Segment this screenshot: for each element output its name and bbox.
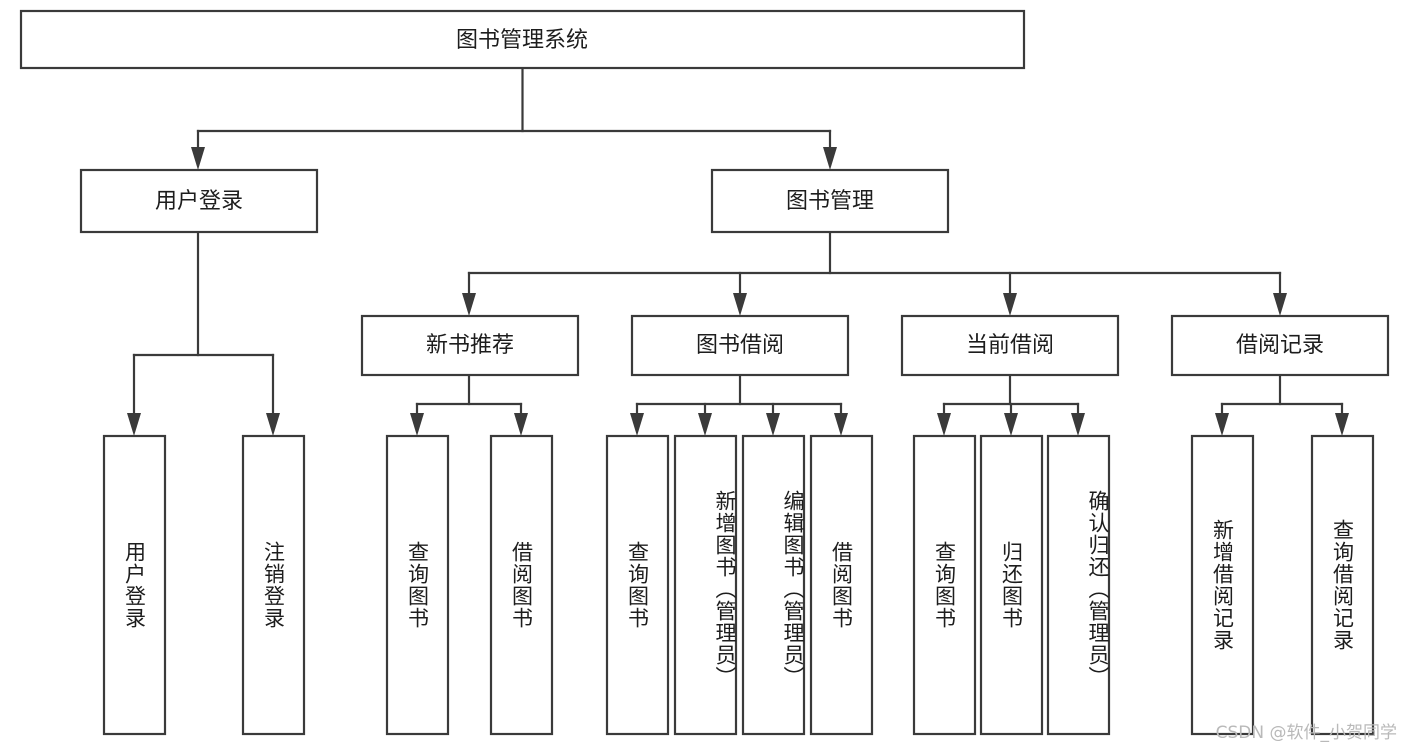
node-root-box[interactable] [19,9,1026,70]
leaf-box-borrow-record-1[interactable] [1190,434,1255,736]
leaf-box-book-borrow-2[interactable] [673,434,738,736]
node-book-management-box[interactable] [710,168,950,234]
leaf-box-current-borrow-3[interactable] [1046,434,1111,736]
arrow-head-icon [766,413,780,436]
leaf-box-borrow-record-2[interactable] [1310,434,1375,736]
connector-borrowrecord-to-leaves [1215,373,1349,436]
node-current-borrow-label: 当前借阅 [966,333,1054,358]
node-book-borrow-box[interactable] [630,314,850,377]
arrow-head-icon [1003,293,1017,316]
leaf-box-book-borrow-4[interactable] [809,434,874,736]
node-user-login-label: 用户登录 [155,189,243,214]
node-book-management[interactable]: 图书管理 [710,168,950,234]
node-book-borrow[interactable]: 图书借阅 [630,314,850,377]
node-book-borrow-label: 图书借阅 [696,333,784,358]
arrow-head-icon [462,293,476,316]
node-root-label: 图书管理系统 [456,28,588,53]
arrow-head-icon [266,413,280,436]
leaf-box-current-borrow-1[interactable] [912,434,977,736]
arrow-head-icon [630,413,644,436]
node-user-login[interactable]: 用户登录 [79,168,319,234]
arrow-head-icon [698,413,712,436]
node-current-borrow[interactable]: 当前借阅 [900,314,1120,377]
arrow-head-icon [1215,413,1229,436]
node-borrow-record[interactable]: 借阅记录 [1170,314,1390,377]
leaf-box-book-borrow-1[interactable] [605,434,670,736]
arrow-head-icon [1071,413,1085,436]
node-new-book-recommend[interactable]: 新书推荐 [360,314,580,377]
leaf-box-new-book-1[interactable] [385,434,450,736]
leaf-box-user-login-1[interactable] [102,434,167,736]
arrow-head-icon [514,413,528,436]
node-new-book-recommend-label: 新书推荐 [426,333,514,358]
arrow-head-icon [733,293,747,316]
node-borrow-record-box[interactable] [1170,314,1390,377]
node-user-login-box[interactable] [79,168,319,234]
connector-bookmgmt-to-level3 [462,230,1287,316]
arrow-head-icon [823,147,837,170]
connector-userlogin-to-leaves [127,230,280,436]
leaf-box-book-borrow-3[interactable] [741,434,806,736]
node-current-borrow-box[interactable] [900,314,1120,377]
arrow-head-icon [191,147,205,170]
arrow-head-icon [127,413,141,436]
arrow-head-icon [1273,293,1287,316]
arrow-head-icon [410,413,424,436]
node-borrow-record-label: 借阅记录 [1236,333,1324,358]
node-book-management-label: 图书管理 [786,189,874,214]
connector-currentborrow-to-leaves [937,373,1085,436]
leaf-box-new-book-2[interactable] [489,434,554,736]
connector-bookborrow-to-leaves [630,373,848,436]
arrow-head-icon [1004,413,1018,436]
arrow-head-icon [937,413,951,436]
connector-root-to-level2 [191,66,837,170]
node-root[interactable]: 图书管理系统 [19,9,1026,70]
arrow-head-icon [1335,413,1349,436]
connector-newbook-to-leaves [410,373,528,436]
node-new-book-recommend-box[interactable] [360,314,580,377]
arrow-head-icon [834,413,848,436]
leaf-box-user-login-2[interactable] [241,434,306,736]
leaf-box-current-borrow-2[interactable] [979,434,1044,736]
